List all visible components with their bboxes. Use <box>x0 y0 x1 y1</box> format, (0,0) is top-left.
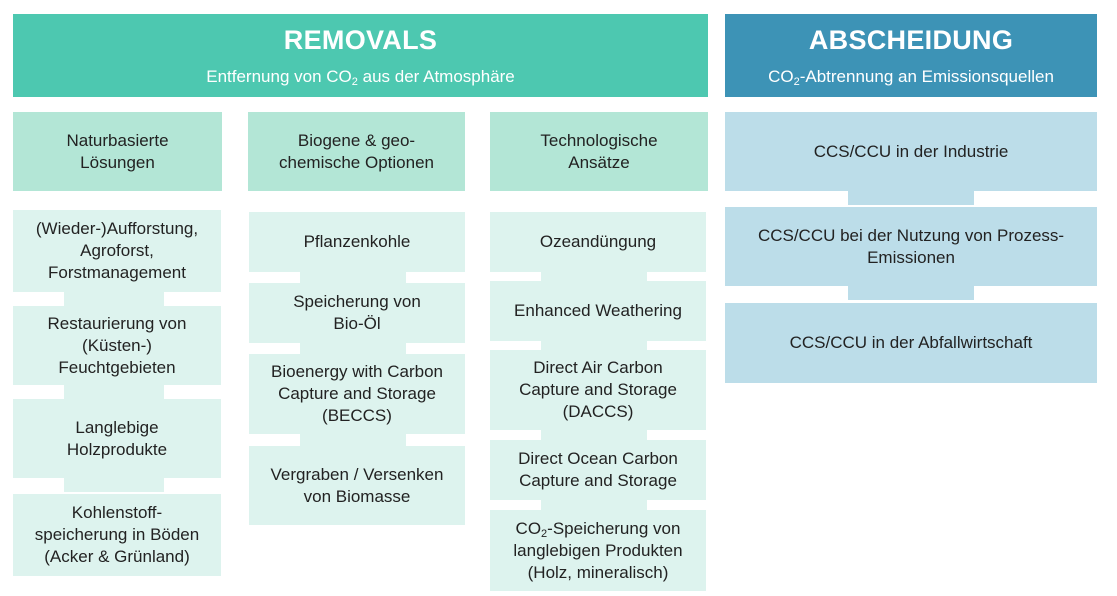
connector <box>848 191 974 205</box>
removals-header: REMOVALS Entfernung von CO2 aus der Atmo… <box>13 14 708 97</box>
connector <box>848 286 974 300</box>
connector <box>300 343 406 357</box>
item-feuchtgebiete: Restaurierung von (Küsten-) Feuchtgebiet… <box>13 306 221 385</box>
connector <box>64 385 164 399</box>
item-daccs: Direct Air Carbon Capture and Storage (D… <box>490 350 706 430</box>
item-co2-speicherung-produkte: CO2-Speicherung von langlebigen Produkte… <box>490 510 706 591</box>
category-biogene: Biogene & geo- chemische Optionen <box>248 112 465 191</box>
item-boeden: Kohlenstoff- speicherung in Böden (Acker… <box>13 494 221 576</box>
removals-subtitle: Entfernung von CO2 aus der Atmosphäre <box>206 66 515 88</box>
item-bio-oel: Speicherung von Bio-Öl <box>249 283 465 343</box>
connector <box>64 478 164 492</box>
item-enhanced-weathering: Enhanced Weathering <box>490 281 706 341</box>
item-aufforstung: (Wieder-)Aufforstung, Agroforst, Forstma… <box>13 210 221 292</box>
item-holzprodukte: Langlebige Holzprodukte <box>13 399 221 478</box>
abscheidung-subtitle: CO2-Abtrennung an Emissionsquellen <box>768 66 1054 88</box>
abscheidung-title: ABSCHEIDUNG <box>808 24 1014 55</box>
category-technologisch: Technologische Ansätze <box>490 112 708 191</box>
item-biomasse: Vergraben / Versenken von Biomasse <box>249 446 465 525</box>
connector <box>300 272 406 286</box>
item-doccs: Direct Ocean Carbon Capture and Storage <box>490 440 706 500</box>
connector <box>64 292 164 306</box>
category-naturbasierte: Naturbasierte Lösungen <box>13 112 222 191</box>
connector <box>300 434 406 448</box>
item-ozeanduengung: Ozeandüngung <box>490 212 706 272</box>
item-beccs: Bioenergy with Carbon Capture and Storag… <box>249 354 465 434</box>
item-ccs-industrie: CCS/CCU in der Industrie <box>725 112 1097 191</box>
removals-title: REMOVALS <box>283 24 438 55</box>
abscheidung-header: ABSCHEIDUNG CO2-Abtrennung an Emissionsq… <box>725 14 1097 97</box>
item-pflanzenkohle: Pflanzenkohle <box>249 212 465 272</box>
item-ccs-abfall: CCS/CCU in der Abfallwirtschaft <box>725 303 1097 383</box>
item-ccs-prozess: CCS/CCU bei der Nutzung von Prozess- Emi… <box>725 207 1097 286</box>
